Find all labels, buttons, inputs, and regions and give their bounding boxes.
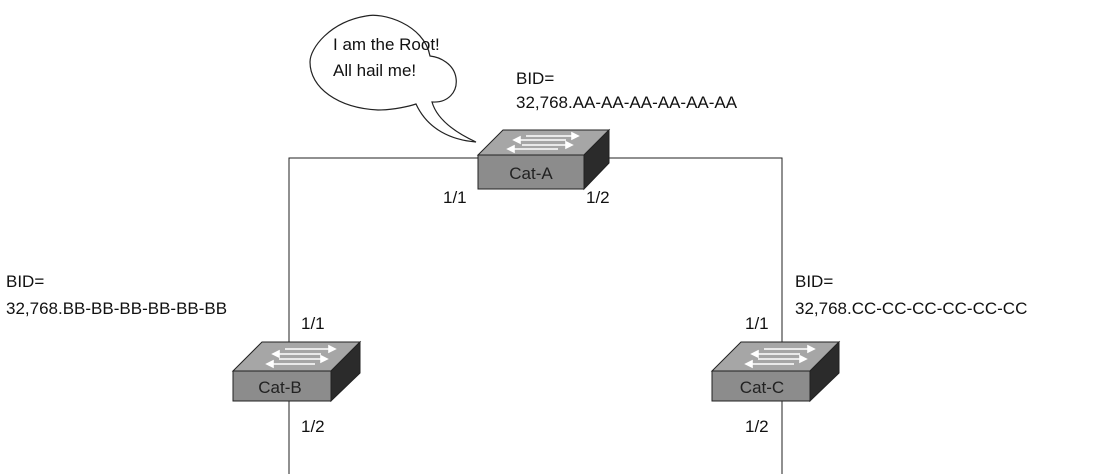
- switch-name: Cat-A: [509, 164, 553, 183]
- links: [288, 157, 783, 474]
- bid-cat-a: BID= 32,768.AA-AA-AA-AA-AA-AA: [516, 69, 738, 112]
- callout-line-1: I am the Root!: [333, 35, 440, 54]
- port-labels: 1/1 1/2 1/1 1/2 1/1 1/2: [301, 188, 769, 436]
- link-cat-a-to-cat-c: [608, 157, 783, 356]
- switch-cat-c: Cat-C: [710, 340, 841, 403]
- port-cat-c-top: 1/1: [745, 314, 769, 333]
- callout-line-2: All hail me!: [333, 61, 416, 80]
- switch-icon: [476, 128, 611, 191]
- root-callout: I am the Root! All hail me!: [309, 14, 477, 143]
- switch-cat-a: Cat-A: [476, 128, 611, 191]
- switch-icon: [231, 340, 362, 403]
- bid-cat-c: BID= 32,768.CC-CC-CC-CC-CC-CC: [795, 272, 1027, 318]
- switch-name: Cat-C: [740, 378, 784, 397]
- bid-value: 32,768.CC-CC-CC-CC-CC-CC: [795, 299, 1027, 318]
- port-cat-b-bottom: 1/2: [301, 417, 325, 436]
- bid-label: BID=: [795, 272, 833, 291]
- port-cat-a-left: 1/1: [443, 188, 467, 207]
- bid-value: 32,768.BB-BB-BB-BB-BB-BB: [6, 299, 227, 318]
- port-cat-b-top: 1/1: [301, 314, 325, 333]
- switch-name: Cat-B: [258, 378, 301, 397]
- callout-bubble: [309, 14, 477, 143]
- link-cat-a-to-cat-b: [288, 157, 478, 342]
- switch-cat-b: Cat-B: [231, 340, 362, 403]
- bid-label: BID=: [516, 69, 554, 88]
- port-cat-a-right: 1/2: [586, 188, 610, 207]
- bid-label: BID=: [6, 272, 44, 291]
- port-cat-c-bottom: 1/2: [745, 417, 769, 436]
- bid-cat-b: BID= 32,768.BB-BB-BB-BB-BB-BB: [6, 272, 227, 318]
- switch-icon: [710, 340, 841, 403]
- bid-value: 32,768.AA-AA-AA-AA-AA-AA: [516, 93, 738, 112]
